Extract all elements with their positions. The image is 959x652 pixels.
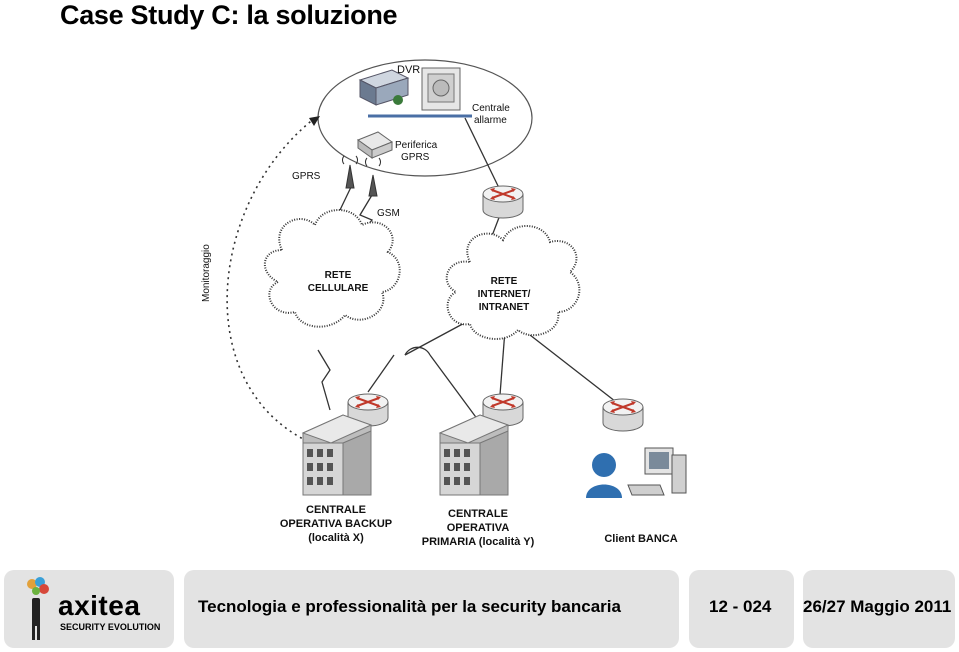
dvr-icon: [358, 69, 410, 106]
label-gsm: GSM: [377, 208, 400, 219]
label-client: Client BANCA: [604, 533, 677, 545]
building-backup-icon: [302, 414, 372, 496]
label-rete-internet: RETE: [491, 276, 518, 287]
logo-subtext: SECURITY EVOLUTION: [60, 622, 161, 632]
network-diagram: DVR Centrale allarme Periferica GPRS GPR…: [201, 59, 687, 548]
logo-text: axitea: [58, 590, 141, 621]
footer-subject: Tecnologia e professionalità per la secu…: [198, 597, 621, 616]
footer-date-box: 26/27 Maggio 2011: [803, 570, 955, 648]
page-title: Case Study C: la soluzione: [60, 0, 398, 30]
cloud-rete-internet: [445, 225, 581, 340]
footer-logo-box: axitea SECURITY EVOLUTION: [4, 570, 174, 648]
label-periferica-2: GPRS: [401, 152, 430, 163]
label-centrale-allarme: Centrale: [472, 103, 510, 114]
label-primaria-3: PRIMARIA (località Y): [422, 536, 535, 548]
footer-page: 12 - 024: [709, 597, 772, 616]
monitoring-arc: [226, 117, 316, 441]
label-periferica: Periferica: [395, 140, 438, 151]
computer-icon: [627, 447, 687, 496]
user-icon: [586, 453, 622, 498]
label-rete-cellulare: RETE: [325, 270, 352, 281]
label-rete-internet-3: INTRANET: [479, 302, 530, 313]
antenna-icon: [342, 155, 381, 197]
label-backup-2: OPERATIVA BACKUP: [280, 518, 392, 530]
label-backup: CENTRALE: [306, 504, 366, 516]
footer-page-box: 12 - 024: [689, 570, 794, 648]
label-gprs: GPRS: [292, 171, 321, 182]
router-icon: [602, 398, 644, 432]
gprs-device-icon: [356, 131, 394, 159]
label-dvr: DVR: [397, 64, 420, 76]
cloud-rete-cellulare: [263, 209, 401, 328]
label-rete-internet-2: INTERNET/: [478, 289, 531, 300]
alarm-panel-icon: [421, 67, 461, 111]
building-primary-icon: [439, 414, 509, 496]
router-icon: [482, 185, 524, 219]
network-links: [317, 117, 621, 421]
label-centrale-allarme-2: allarme: [474, 115, 507, 126]
footer-date: 26/27 Maggio 2011: [803, 597, 952, 616]
footer-subject-box: Tecnologia e professionalità per la secu…: [184, 570, 679, 648]
label-backup-3: (località X): [308, 532, 364, 544]
label-monitoraggio: Monitoraggio: [201, 244, 212, 302]
label-primaria-2: OPERATIVA: [447, 522, 510, 534]
monitoring-arrowhead: [309, 116, 320, 126]
axitea-logo-icon: [27, 577, 49, 640]
label-rete-cellulare-2: CELLULARE: [308, 283, 369, 294]
label-primaria: CENTRALE: [448, 508, 508, 520]
